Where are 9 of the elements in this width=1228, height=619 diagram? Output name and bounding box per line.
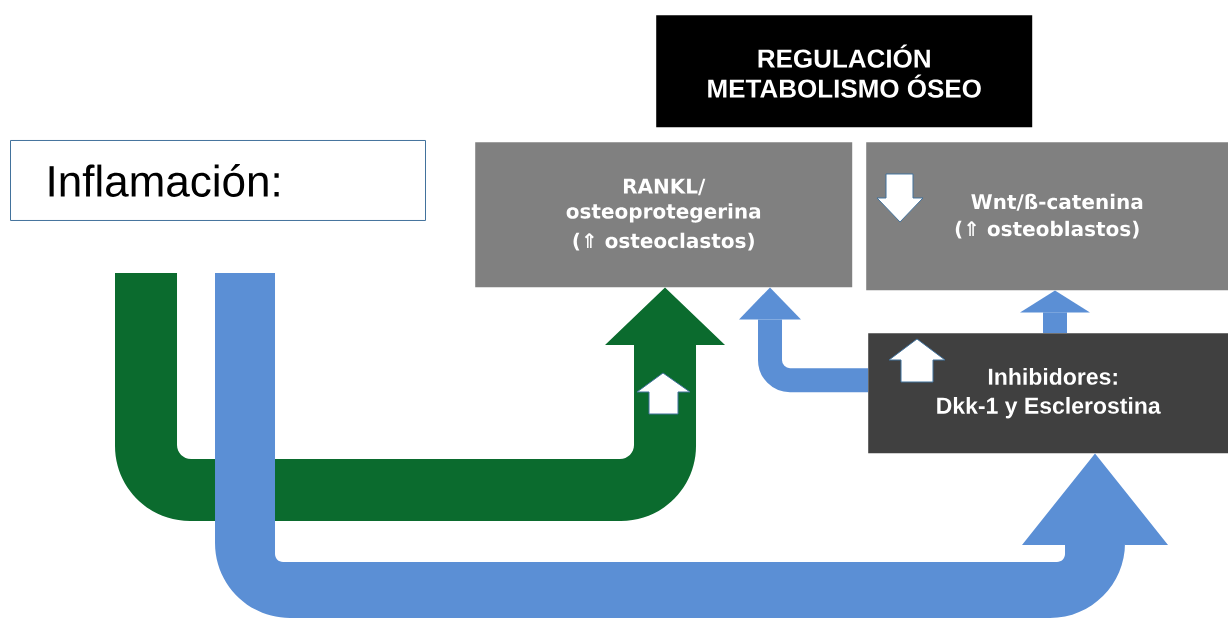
arrow [739, 287, 868, 393]
block-arrow [215, 273, 1168, 618]
arrow [1020, 290, 1090, 333]
process-box: Inhibidores: Dkk-1 y Esclerostina [868, 333, 1228, 454]
process-box: Wnt/ß-catenina (⇑ osteoblastos) [866, 142, 1228, 291]
block-arrow [115, 273, 725, 521]
title-box: Inflamación: [10, 140, 426, 221]
process-box: RANKL/ osteoprotegerina (⇑ osteoclastos) [475, 142, 853, 288]
heading-box: REGULACIÓN METABOLISMO ÓSEO [656, 15, 1033, 128]
